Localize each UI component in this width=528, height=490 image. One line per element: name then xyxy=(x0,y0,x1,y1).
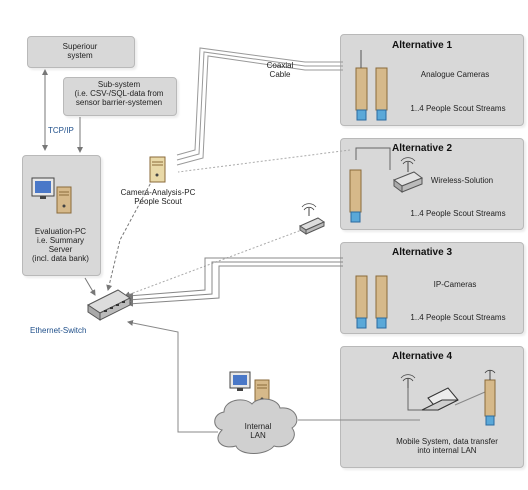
evaluation-pc-box xyxy=(22,155,101,276)
lan-to-switch xyxy=(127,320,218,433)
alternative-3-label: IP-Cameras xyxy=(433,280,477,289)
tcpip-label: TCP/IP xyxy=(48,126,74,135)
alt2-camera-icon xyxy=(349,169,362,223)
alt2-bracket-wire xyxy=(355,147,391,170)
wireless-link xyxy=(177,149,351,173)
analogue-camera-2-icon xyxy=(375,67,388,121)
evaluation-monitor-icon xyxy=(31,177,55,199)
alternative-1-title: Alternative 1 xyxy=(392,40,453,51)
alt4-antenna-wire xyxy=(407,388,422,411)
analogue-camera-1-icon xyxy=(355,50,368,121)
evaluation-to-switch xyxy=(84,277,96,296)
alternative-2-box xyxy=(340,138,524,230)
ethernet-switch-icon xyxy=(87,289,131,321)
ip-camera-1-icon xyxy=(355,275,368,329)
lan-monitor-icon xyxy=(229,371,251,391)
evaluation-pc-label: Evaluation-PC i.e. Summary Server (incl.… xyxy=(32,227,89,263)
wireless-transmitter-icon xyxy=(392,157,424,193)
ip-camera-wire-3 xyxy=(127,265,343,307)
alternative-3-title: Alternative 3 xyxy=(392,247,453,258)
alt4-antenna-icon xyxy=(400,374,416,388)
superior-system-box xyxy=(27,36,135,68)
ip-camera-wire-1 xyxy=(127,257,343,299)
alternative-2-streams: 1..4 People Scout Streams xyxy=(410,209,506,218)
superior-system-label: Superiour system xyxy=(62,42,98,60)
coax-wire-2 xyxy=(176,51,343,161)
alternative-1-box xyxy=(340,34,524,126)
laptop-icon xyxy=(421,387,459,411)
alternative-1-streams: 1..4 People Scout Streams xyxy=(410,104,506,113)
alternative-1-label: Analogue Cameras xyxy=(420,70,490,79)
wireless-access-point-icon xyxy=(298,203,326,235)
alternative-3-box xyxy=(340,242,524,334)
coaxial-cable-label: Coaxial Cable xyxy=(266,61,294,79)
evaluation-server-icon xyxy=(56,186,72,214)
alternative-4-title: Alternative 4 xyxy=(392,351,453,362)
alternative-2-label: Wireless-Solution xyxy=(430,176,494,185)
internal-lan-label: Internal LAN xyxy=(244,422,272,440)
camera-analysis-pc-icon xyxy=(149,156,166,183)
subsystem-label: Sub-system (i.e. CSV-/SQL-data from sens… xyxy=(74,80,164,107)
ethernet-switch-label: Ethernet-Switch xyxy=(30,326,87,335)
coax-wire-1 xyxy=(176,47,343,156)
alternative-4-label: Mobile System, data transfer into intern… xyxy=(396,437,498,455)
camera-analysis-pc-label: Camera-Analysis-PC People Scout xyxy=(120,188,196,206)
ip-camera-2-icon xyxy=(375,275,388,329)
alternative-2-title: Alternative 2 xyxy=(392,143,453,154)
coax-wire-3 xyxy=(176,55,343,166)
alt4-camera-icon xyxy=(484,369,496,426)
subsystem-box xyxy=(63,77,177,116)
laptop-to-camera xyxy=(454,391,486,406)
internal-lan-cloud-icon xyxy=(214,398,298,454)
ip-camera-wire-2 xyxy=(127,261,343,303)
alternative-3-streams: 1..4 People Scout Streams xyxy=(410,313,506,322)
